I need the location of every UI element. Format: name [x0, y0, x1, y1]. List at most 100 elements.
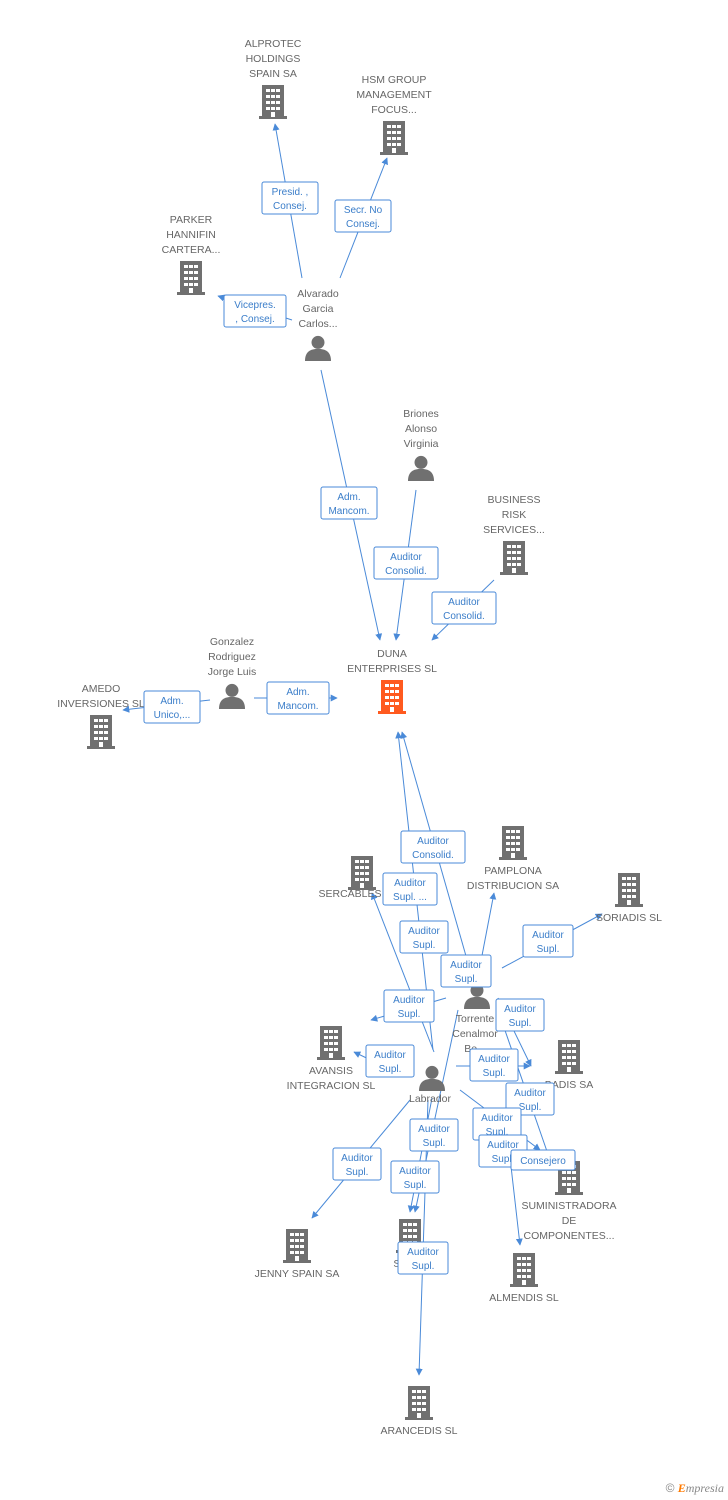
edge-label-text: Auditor	[399, 1166, 431, 1177]
edge-label-text: Auditor	[341, 1153, 373, 1164]
edges-layer	[122, 123, 603, 1376]
edge-label-box	[261, 181, 319, 215]
building-icon	[177, 261, 205, 295]
edge-label-box	[373, 546, 439, 580]
empresia-logo[interactable]: © Empresia	[666, 1481, 724, 1496]
node-labrador[interactable]: Labrador	[409, 1065, 452, 1105]
node-label: DUNA	[377, 648, 407, 660]
node-almendis[interactable]: ALMENDIS SL	[489, 1253, 559, 1304]
node-hsm[interactable]: HSM GROUPMANAGEMENTFOCUS...	[356, 74, 432, 155]
edge-label-box	[409, 1118, 459, 1152]
edge-label-text: Supl.	[404, 1180, 427, 1191]
edge-label-text: Supl.	[537, 944, 560, 955]
building-icon	[283, 1229, 311, 1263]
edge-line-labrador-sofi	[407, 1097, 433, 1213]
node-badis[interactable]: BADIS SA	[545, 1040, 593, 1091]
building-icon	[499, 826, 527, 860]
node-label: Alvarado	[297, 288, 339, 300]
edge-label-text: Consolid.	[443, 611, 485, 622]
edge-label-text: Consolid.	[385, 566, 427, 577]
edge-label-e7[interactable]: Adm.Mancom.	[266, 681, 330, 715]
node-suministradora[interactable]: SUMINISTRADORADECOMPONENTES...	[521, 1161, 617, 1242]
building-icon	[555, 1040, 583, 1074]
edge-label-text: Auditor	[450, 960, 482, 971]
edge-label-e4[interactable]: Adm.Mancom.	[320, 486, 378, 520]
edge-label-text: Auditor	[393, 995, 425, 1006]
node-brs[interactable]: BUSINESSRISKSERVICES...	[483, 494, 545, 575]
node-label: DISTRIBUCION SA	[467, 880, 559, 892]
edge-label-e10[interactable]: AuditorSupl. ...	[382, 872, 438, 906]
node-label: Torrente	[456, 1013, 495, 1025]
edge-label-text: Auditor	[374, 1050, 406, 1061]
logo-text: mpresia	[685, 1481, 724, 1495]
edge-label-text: Auditor	[408, 926, 440, 937]
node-label: FOCUS...	[371, 104, 417, 116]
edge-label-text: Auditor	[418, 1124, 450, 1135]
edge-label-box	[510, 1149, 576, 1171]
node-alvarado[interactable]: AlvaradoGarciaCarlos...	[297, 288, 339, 361]
person-icon	[219, 683, 245, 709]
node-torrente[interactable]: TorrenteCenalmorBe...	[452, 983, 498, 1055]
building-icon	[259, 85, 287, 119]
node-label: AVANSIS	[309, 1065, 353, 1077]
building-icon	[510, 1253, 538, 1287]
node-jenny[interactable]: JENNY SPAIN SA	[255, 1229, 340, 1280]
node-sercables[interactable]: SERCABLES	[318, 856, 382, 900]
node-label: INVERSIONES SL	[57, 698, 145, 710]
person-icon	[408, 455, 434, 481]
node-label: MANAGEMENT	[356, 89, 432, 101]
edge-label-text: Consej.	[346, 219, 380, 230]
edge-label-box	[390, 1160, 440, 1194]
edge-label-text: Consejero	[520, 1156, 566, 1167]
edge-label-text: Supl. ...	[393, 892, 427, 903]
edge-label-text: Auditor	[417, 836, 449, 847]
edge-label-e3[interactable]: Vicepres., Consej.	[223, 294, 287, 328]
node-label: Labrador	[409, 1093, 452, 1105]
node-label: SERCABLES	[318, 888, 381, 900]
edge-label-text: Auditor	[487, 1140, 519, 1151]
node-soriadis[interactable]: SORIADIS SL	[596, 873, 662, 924]
edge-label-text: Supl.	[486, 1127, 509, 1138]
edge-label-e1[interactable]: Presid. ,Consej.	[261, 181, 319, 215]
node-label: ARANCEDIS SL	[380, 1425, 457, 1437]
node-label: BADIS SA	[545, 1079, 593, 1091]
building-icon	[87, 715, 115, 749]
edge-label-e21[interactable]: Consejero	[510, 1149, 576, 1171]
building-icon	[405, 1386, 433, 1420]
edge-label-text: Auditor	[504, 1004, 536, 1015]
node-arancedis[interactable]: ARANCEDIS SL	[380, 1386, 458, 1437]
node-parker[interactable]: PARKERHANNIFINCARTERA...	[162, 214, 221, 295]
edge-label-e8[interactable]: Adm.Unico,...	[143, 690, 201, 724]
edge-label-text: Auditor	[394, 878, 426, 889]
edge-label-box	[266, 681, 330, 715]
edge-label-box	[469, 1048, 519, 1082]
edge-label-text: Supl.	[509, 1018, 532, 1029]
person-icon	[464, 983, 490, 1009]
copyright-icon: ©	[665, 1481, 675, 1495]
